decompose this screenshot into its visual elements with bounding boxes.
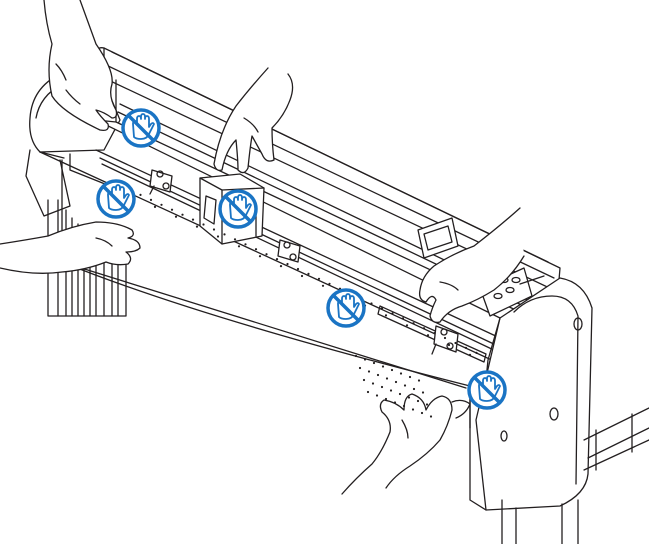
perforation-dot bbox=[405, 324, 409, 327]
right-side-cover bbox=[469, 277, 593, 511]
perforation-dot bbox=[258, 255, 262, 258]
perforation-dot bbox=[370, 302, 373, 305]
perforation-dot bbox=[422, 327, 426, 330]
perforation-dot bbox=[328, 282, 331, 285]
perforation-dot bbox=[385, 377, 389, 380]
perforation-dot bbox=[202, 223, 205, 226]
perforation-dot bbox=[475, 351, 478, 354]
perforation-dot bbox=[402, 404, 406, 408]
perforation-dot bbox=[391, 312, 394, 315]
perforation-dot bbox=[421, 391, 425, 394]
pinch-roller-right bbox=[431, 325, 459, 355]
perforation-dot bbox=[367, 370, 371, 373]
perforation-dot bbox=[371, 382, 375, 385]
hand-left bbox=[0, 221, 141, 274]
perforation-dot bbox=[412, 322, 415, 325]
perforation-dot bbox=[389, 389, 393, 392]
hand-top-left bbox=[43, 0, 118, 132]
perforation-dot bbox=[381, 365, 385, 368]
perforation-dot bbox=[426, 334, 430, 337]
perforation-dot bbox=[394, 380, 398, 384]
perforation-dot bbox=[447, 343, 451, 347]
front-apron bbox=[39, 151, 497, 429]
perforation-dot bbox=[403, 384, 407, 387]
perforation-dot bbox=[425, 403, 429, 406]
perforation-dot bbox=[366, 390, 370, 394]
do-not-touch-hand-icon bbox=[96, 179, 136, 219]
perforation-dot bbox=[454, 341, 457, 345]
perforation-dot bbox=[354, 354, 358, 358]
perforation-dot bbox=[244, 243, 247, 246]
perforation-dot bbox=[279, 265, 283, 268]
perforation-dot bbox=[429, 415, 433, 418]
hand-top-center bbox=[213, 67, 294, 174]
perforation-dot bbox=[376, 373, 380, 377]
perforation-dot bbox=[362, 378, 366, 382]
perforation-dot bbox=[468, 353, 472, 356]
perforation-dot bbox=[443, 336, 447, 340]
perforation-dot bbox=[254, 248, 258, 251]
perforation-dot bbox=[384, 314, 388, 317]
perforation-dot bbox=[363, 358, 367, 361]
perforation-dot bbox=[433, 332, 436, 335]
pinch-roller-mid bbox=[277, 239, 301, 263]
perforation-dot bbox=[416, 399, 420, 403]
perforation-dot bbox=[149, 198, 153, 201]
perforation-dot bbox=[212, 228, 216, 231]
perforation-dot bbox=[417, 379, 421, 382]
perforation-dot bbox=[170, 208, 174, 211]
perforation-dot bbox=[317, 277, 321, 280]
perforation-dot bbox=[300, 274, 304, 278]
perforation-dot bbox=[233, 238, 237, 241]
perforation-dot bbox=[398, 392, 402, 396]
do-not-touch-hand-icon bbox=[467, 370, 507, 410]
perforation-dot bbox=[139, 193, 142, 196]
perforation-dot bbox=[286, 262, 289, 266]
do-not-touch-hand-icon bbox=[218, 189, 258, 229]
perforation-dot bbox=[384, 397, 388, 401]
perforation-dot bbox=[296, 267, 300, 271]
perforation-dot bbox=[181, 213, 184, 216]
perforation-dot bbox=[411, 408, 415, 411]
perforation-dot bbox=[237, 245, 241, 248]
perforation-dot bbox=[380, 385, 384, 389]
perforation-dot bbox=[464, 346, 468, 349]
perforation-dot bbox=[265, 253, 268, 256]
hand-right bbox=[418, 207, 525, 324]
perforation-dot bbox=[153, 205, 157, 208]
perforation-dot bbox=[191, 218, 195, 221]
perforation-dot bbox=[393, 401, 397, 404]
perforation-dot bbox=[216, 235, 220, 238]
perforation-dot bbox=[174, 215, 178, 218]
perforation-dot bbox=[401, 317, 405, 320]
do-not-touch-hand-icon bbox=[121, 108, 161, 148]
pinch-roller-left bbox=[149, 169, 173, 195]
perforation-dot bbox=[223, 233, 226, 236]
perforation-dot bbox=[420, 411, 424, 415]
perforation-dot bbox=[408, 375, 412, 379]
perforation-dot bbox=[160, 203, 163, 206]
perforation-dot bbox=[412, 387, 416, 391]
hand-bottom bbox=[341, 393, 471, 495]
perforation-dot bbox=[307, 272, 310, 275]
do-not-touch-hand-icon bbox=[326, 288, 366, 328]
perforation-dots bbox=[128, 188, 478, 418]
right-stand bbox=[501, 407, 649, 544]
perforation-dot bbox=[275, 258, 279, 261]
perforation-dot bbox=[195, 225, 199, 228]
perforation-dot bbox=[380, 307, 384, 310]
perforation-dot bbox=[375, 394, 379, 397]
perforation-dot bbox=[390, 368, 394, 372]
perforation-dot bbox=[372, 361, 376, 365]
perforation-dot bbox=[321, 284, 325, 287]
perforation-dot bbox=[358, 366, 362, 370]
perforation-dot bbox=[399, 372, 403, 375]
perforation-dot bbox=[407, 396, 411, 399]
